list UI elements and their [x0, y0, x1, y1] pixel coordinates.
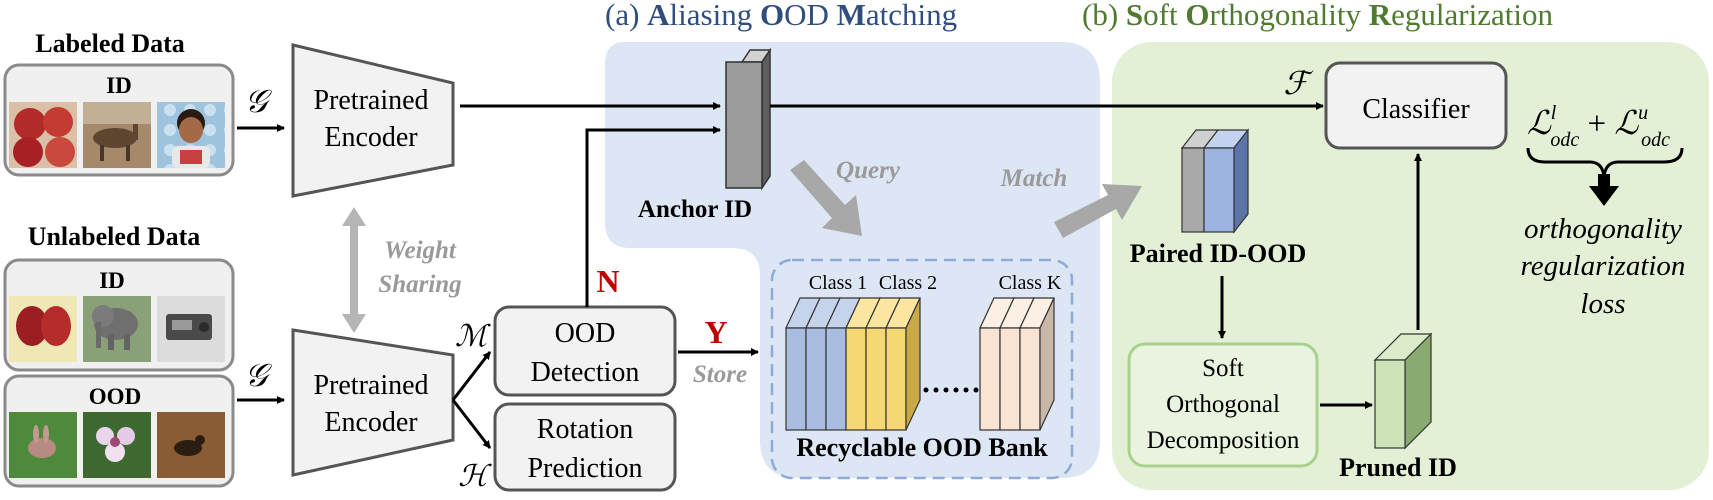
svg-text:Pretrained: Pretrained: [313, 85, 428, 116]
red-apples-thumbnail: [9, 296, 77, 362]
pruned-id-label: Pruned ID: [1339, 453, 1457, 482]
yes-label: Y: [704, 314, 727, 350]
rabbit-thumbnail: [9, 412, 77, 478]
query-label: Query: [836, 157, 901, 184]
camel-thumbnail: [83, 102, 151, 168]
soft-orthogonal-decomposition-box: Soft Orthogonal Decomposition: [1127, 342, 1319, 468]
class-1-label: Class 1: [809, 272, 867, 294]
svg-text:Encoder: Encoder: [324, 407, 418, 438]
animal-thumbnail: [157, 412, 225, 478]
flower-thumbnail: [83, 412, 151, 478]
svg-text:Classifier: Classifier: [1362, 94, 1470, 125]
svg-text:OOD: OOD: [555, 318, 616, 349]
loss-text-line-3: loss: [1580, 288, 1625, 320]
weight-sharing-label-2: Sharing: [378, 271, 461, 298]
h-symbol: ℋ: [458, 460, 492, 493]
weight-sharing-arrow: [342, 207, 366, 333]
bank-class-k-stack: [979, 297, 1055, 431]
class-2-label: Class 2: [879, 272, 937, 294]
paired-id-ood-label: Paired ID-OOD: [1130, 239, 1306, 268]
bank-class-2-stack: [845, 297, 921, 431]
labeled-data-box: ID: [3, 63, 235, 177]
unlabeled-ood-box: OOD: [3, 374, 235, 488]
labeled-id-label: ID: [106, 73, 132, 98]
match-label: Match: [1000, 165, 1068, 192]
unlabeled-id-label: ID: [99, 268, 125, 293]
svg-text:Soft: Soft: [1202, 355, 1244, 382]
no-label: N: [596, 263, 619, 299]
unlabeled-ood-label: OOD: [89, 384, 141, 409]
ood-detection-box: OOD Detection: [493, 305, 677, 397]
g-symbol-top: 𝒢: [245, 83, 273, 119]
m-symbol: ℳ: [455, 320, 491, 353]
svg-text:Orthogonal: Orthogonal: [1166, 391, 1280, 418]
unlabeled-data-title: Unlabeled Data: [28, 222, 201, 251]
pretrained-encoder-top: Pretrained Encoder: [291, 43, 455, 198]
paired-id-ood-feature: [1180, 128, 1250, 234]
loss-down-arrow: [1589, 174, 1619, 206]
loss-text-line-2: regularization: [1521, 250, 1686, 282]
anchor-id-label: Anchor ID: [638, 196, 752, 223]
encoder-branch-arrows: [451, 351, 492, 449]
recyclable-ood-bank-container: [770, 258, 1074, 480]
machine-thumbnail: [157, 296, 225, 362]
section-a-title: (a) Aliasing OOD Matching: [605, 0, 957, 32]
query-arrow: [790, 160, 862, 236]
no-path-arrow: [585, 126, 721, 307]
svg-text:Detection: Detection: [531, 357, 640, 388]
pretrained-encoder-bottom: Pretrained Encoder: [291, 328, 455, 477]
classifier-box: Classifier: [1324, 61, 1508, 150]
svg-text:Decomposition: Decomposition: [1147, 427, 1300, 454]
elephant-thumbnail: [83, 296, 151, 362]
labeled-data-title: Labeled Data: [35, 29, 185, 58]
loss-text-line-1: orthogonality: [1524, 213, 1682, 245]
svg-text:Pretrained: Pretrained: [313, 370, 428, 401]
apple-thumbnail: [9, 102, 77, 168]
pruned-id-feature: [1373, 332, 1433, 450]
section-b-title: (b) Soft Orthogonality Regularization: [1082, 0, 1553, 32]
rotation-prediction-box: Rotation Prediction: [493, 402, 677, 492]
svg-text:Encoder: Encoder: [324, 122, 418, 153]
g-symbol-bottom: 𝒢: [245, 357, 273, 393]
class-k-label: Class K: [999, 272, 1062, 294]
weight-sharing-label-1: Weight: [384, 237, 457, 264]
child-thumbnail: [157, 102, 225, 168]
match-arrow: [1054, 184, 1142, 238]
unlabeled-id-box: ID: [3, 258, 235, 372]
bank-dots: [923, 387, 979, 393]
recyclable-ood-bank-label: Recyclable OOD Bank: [796, 433, 1048, 462]
anchor-id-feature: [725, 47, 772, 191]
svg-text:Rotation: Rotation: [537, 414, 633, 445]
svg-text:Prediction: Prediction: [527, 453, 642, 484]
bank-class-1-stack: [785, 297, 861, 431]
store-label: Store: [693, 361, 747, 388]
